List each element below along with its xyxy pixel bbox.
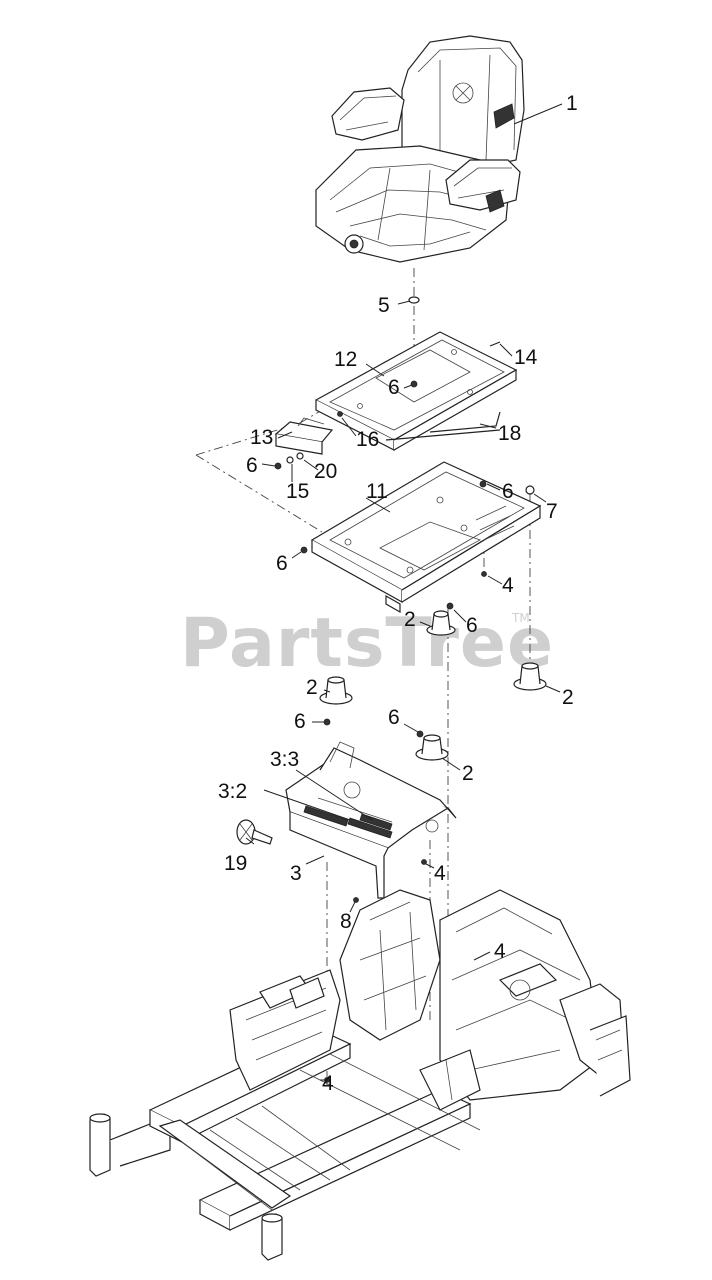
isolator-c <box>319 676 353 705</box>
bolt-6e <box>446 602 454 610</box>
isolators <box>319 610 547 761</box>
clip-16 <box>337 411 343 417</box>
seat <box>315 35 525 263</box>
callout-6: 6 <box>502 480 514 503</box>
spacer-15 <box>286 456 294 464</box>
callout-2: 2 <box>306 676 318 699</box>
watermark-text: PartsTree <box>180 604 554 683</box>
bolt-6c <box>479 480 487 488</box>
callout-16: 16 <box>356 428 379 451</box>
bolt-8 <box>353 897 359 903</box>
callout-8: 8 <box>340 910 352 933</box>
callout-3-3: 3:3 <box>270 748 299 771</box>
callout-7: 7 <box>546 500 558 523</box>
callout-3-2: 3:2 <box>218 780 247 803</box>
callout-4: 4 <box>434 862 446 885</box>
isolator-d <box>415 734 449 761</box>
callout-2: 2 <box>404 608 416 631</box>
leader-lines <box>245 103 563 1081</box>
callout-3: 3 <box>290 862 302 885</box>
callout-15: 15 <box>286 480 309 503</box>
callout-4: 4 <box>502 574 514 597</box>
nut-4a <box>481 571 487 577</box>
callout-6: 6 <box>246 454 258 477</box>
callouts: 1 5 12 14 6 13 16 18 6 20 15 11 6 7 6 4 … <box>218 92 578 1095</box>
callout-4: 4 <box>322 1072 334 1095</box>
isolator-b <box>513 662 547 691</box>
callout-6: 6 <box>466 614 478 637</box>
bolt-6d <box>300 546 308 554</box>
callout-6: 6 <box>276 552 288 575</box>
pin-14 <box>489 341 501 347</box>
callout-13: 13 <box>250 426 273 449</box>
callout-19: 19 <box>224 852 247 875</box>
adjust-knob <box>236 819 273 845</box>
bolt-6g <box>416 730 424 738</box>
callout-20: 20 <box>314 460 337 483</box>
bolt-6f <box>323 718 331 726</box>
washer-5 <box>408 296 420 304</box>
callout-6: 6 <box>388 376 400 399</box>
bolt-6a <box>410 380 418 388</box>
nut-4b <box>421 859 427 865</box>
callout-12: 12 <box>334 348 357 371</box>
seat-mount-plate <box>310 461 542 614</box>
callout-6: 6 <box>388 706 400 729</box>
slide-bracket <box>274 417 334 455</box>
rod-18 <box>429 411 501 433</box>
isolator-a <box>426 610 456 636</box>
mower-frame <box>89 889 631 1261</box>
callout-18: 18 <box>498 422 521 445</box>
callout-6: 6 <box>294 710 306 733</box>
seat-pan <box>285 741 457 899</box>
watermark-trademark: TM <box>511 611 530 625</box>
washer-7 <box>525 485 535 495</box>
nut-20 <box>296 452 304 460</box>
bolt-6b <box>274 462 282 470</box>
callout-11: 11 <box>366 480 388 503</box>
callout-2: 2 <box>462 762 474 785</box>
callout-5: 5 <box>378 294 390 317</box>
callout-14: 14 <box>514 346 538 369</box>
watermark: PartsTree TM <box>180 604 554 683</box>
callout-1: 1 <box>566 92 578 115</box>
callout-4: 4 <box>494 940 506 963</box>
callout-2: 2 <box>562 686 574 709</box>
